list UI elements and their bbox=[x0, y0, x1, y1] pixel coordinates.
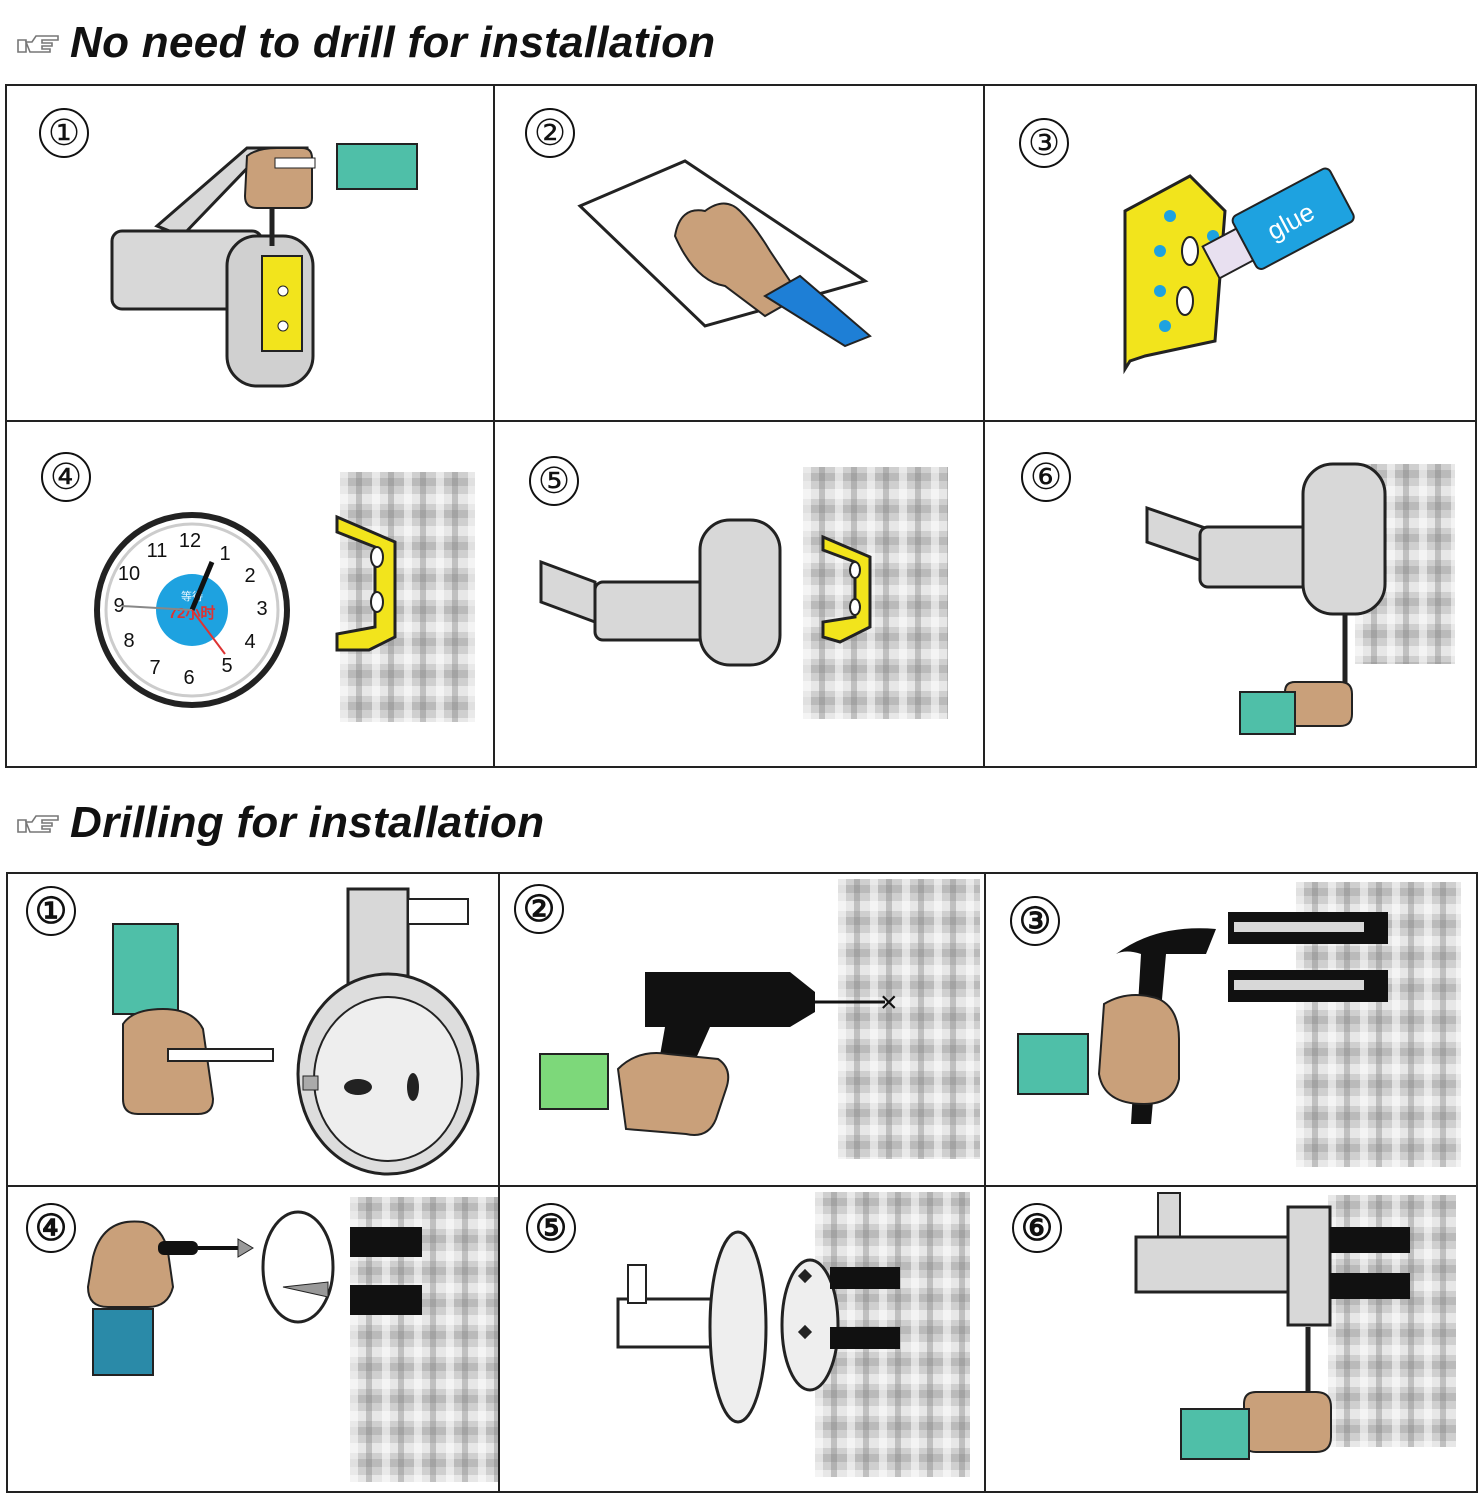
section-title-text: No need to drill for installation bbox=[70, 18, 716, 67]
step-number: ③ bbox=[1019, 118, 1069, 168]
clock-number: 4 bbox=[244, 631, 255, 653]
pointing-hand-icon bbox=[17, 35, 59, 53]
clock-number: 2 bbox=[244, 565, 255, 587]
step-number: ③ bbox=[1010, 896, 1060, 946]
clock-number: 10 bbox=[118, 563, 140, 585]
step-number: ④ bbox=[26, 1203, 76, 1253]
no-drill-step-5: ⑤ bbox=[493, 420, 985, 768]
wall-texture bbox=[838, 879, 980, 1159]
clock-number: 7 bbox=[149, 657, 160, 679]
apply-glue-illustration: glue bbox=[1123, 167, 1355, 375]
step-number: ② bbox=[514, 884, 564, 934]
section-no-drill-title: No need to drill for installation bbox=[16, 18, 715, 68]
attach-hook-to-base-illustration bbox=[616, 1230, 900, 1424]
pointing-hand-icon bbox=[17, 815, 59, 833]
drilling-step-6: ⑥ bbox=[984, 1185, 1478, 1493]
section-title-text: Drilling for installation bbox=[70, 798, 545, 847]
clock-number: 6 bbox=[183, 667, 194, 689]
tighten-screw-illustration bbox=[1145, 462, 1387, 735]
no-drill-step-1: ① bbox=[5, 84, 495, 422]
no-drill-step-4: ④ 12 1 2 3 4 5 6 7 8 9 10 11 等待 72小时 bbox=[5, 420, 495, 768]
drill-hole-illustration: × bbox=[539, 972, 898, 1136]
clock-number: 9 bbox=[113, 595, 124, 617]
hammer-anchors-illustration bbox=[1017, 912, 1388, 1124]
step-number: ① bbox=[39, 108, 89, 158]
step-number: ⑤ bbox=[529, 456, 579, 506]
drilling-step-2: ② × bbox=[498, 872, 986, 1187]
no-drill-step-3: ③ glue bbox=[983, 84, 1477, 422]
no-drill-step-6: ⑥ bbox=[983, 420, 1477, 768]
drilling-step-4: ④ bbox=[6, 1185, 500, 1493]
step-number: ⑥ bbox=[1021, 452, 1071, 502]
final-tighten-screw-illustration bbox=[1134, 1192, 1410, 1460]
clock-number: 5 bbox=[221, 655, 232, 677]
loosen-base-screw-illustration bbox=[112, 887, 480, 1176]
no-drill-step-2: ② bbox=[493, 84, 985, 422]
wall-texture bbox=[803, 467, 948, 719]
drilling-step-3: ③ bbox=[984, 872, 1478, 1187]
step-number: ② bbox=[525, 108, 575, 158]
mount-holder-onto-bracket-illustration bbox=[539, 518, 872, 667]
step-number: ④ bbox=[41, 452, 91, 502]
step-number: ① bbox=[26, 886, 76, 936]
wall-texture bbox=[340, 472, 475, 722]
step-number: ⑤ bbox=[526, 1203, 576, 1253]
drilling-step-1: ① bbox=[6, 872, 500, 1187]
clock-number: 12 bbox=[179, 530, 201, 552]
svg-text:×: × bbox=[880, 986, 898, 1019]
wait-clock-illustration: 12 1 2 3 4 5 6 7 8 9 10 11 等待 72小时 bbox=[94, 512, 397, 708]
holder-loosen-screw-illustration bbox=[110, 143, 418, 388]
clock-number: 8 bbox=[123, 630, 134, 652]
screw-base-to-wall-illustration bbox=[86, 1210, 422, 1376]
clock-number: 3 bbox=[256, 598, 267, 620]
drilling-step-5: ⑤ bbox=[498, 1185, 986, 1493]
clock-number: 11 bbox=[147, 540, 168, 562]
clock-number: 1 bbox=[219, 543, 230, 565]
step-number: ⑥ bbox=[1012, 1203, 1062, 1253]
section-drilling-title: Drilling for installation bbox=[16, 798, 544, 848]
wipe-wall-illustration bbox=[577, 159, 872, 348]
